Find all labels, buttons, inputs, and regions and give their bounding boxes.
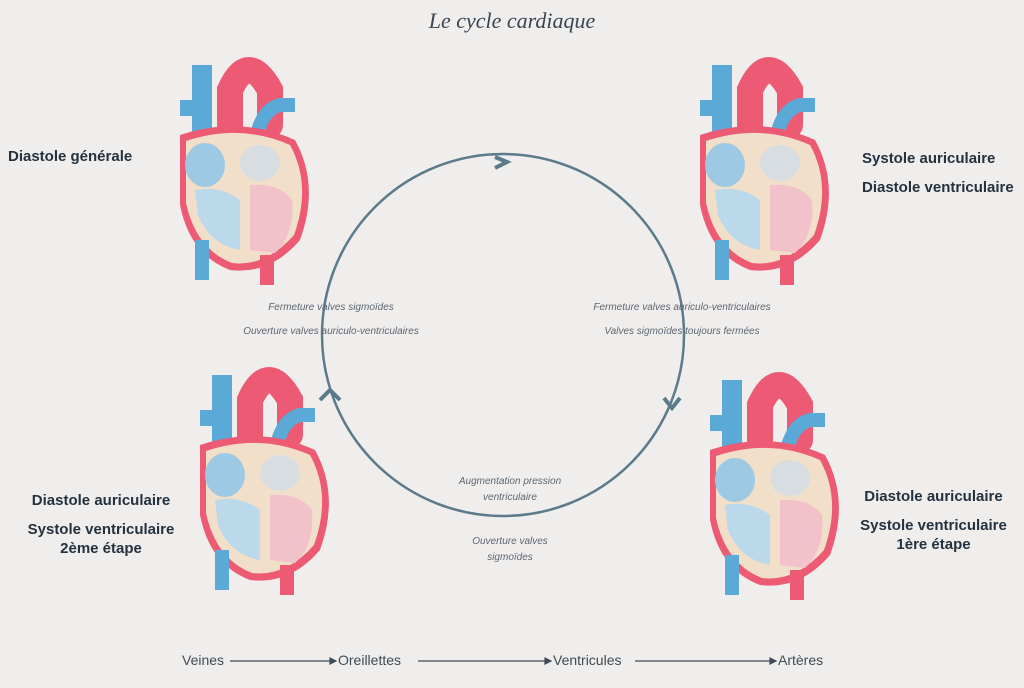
heart-bottom-left xyxy=(200,375,329,595)
transition-text: Ouverture valves auriculo-ventriculaires xyxy=(243,326,419,337)
phase-label: Systole auriculaire xyxy=(862,150,996,167)
phase-label: Systole ventriculaire xyxy=(27,520,175,538)
transition-text: sigmoïdes xyxy=(487,552,533,563)
transition-text: Augmentation pression xyxy=(458,476,562,487)
phase-label: Diastole ventriculaire xyxy=(862,178,1014,196)
phase-label: Diastole auriculaire xyxy=(31,492,171,509)
transition-left: Fermeture valves sigmoïdes Ouverture val… xyxy=(228,300,434,340)
transition-bottom-upper: Augmentation pression ventriculaire xyxy=(440,474,580,506)
flow-atria: Oreillettes xyxy=(338,652,402,668)
heart-bottom-right xyxy=(710,380,839,600)
transition-bottom-lower: Ouverture valves sigmoïdes xyxy=(440,534,580,566)
phase-top-right: Systole auriculaire Diastole ventriculai… xyxy=(862,150,1014,198)
phase-label: Diastole auriculaire xyxy=(864,488,1003,505)
transition-text: ventriculaire xyxy=(483,492,537,503)
transition-text: Valves sigmoïdes toujours fermées xyxy=(604,326,760,337)
transition-text: Fermeture valves sigmoïdes xyxy=(268,302,394,313)
transition-text: Fermeture valves auriculo-ventriculaires xyxy=(593,302,771,313)
flow-ventricles: Ventricules xyxy=(553,652,622,668)
transition-right: Fermeture valves auriculo-ventriculaires… xyxy=(582,300,782,340)
heart-top-left xyxy=(180,65,309,285)
flow-veins: Veines xyxy=(182,652,225,668)
arrow-top-icon xyxy=(494,155,512,170)
phase-label: 2ème étape xyxy=(60,539,142,557)
phase-label: 1ère étape xyxy=(896,535,971,553)
flow-arteries: Artères xyxy=(778,652,824,668)
phase-label: Systole ventriculaire xyxy=(860,516,1007,534)
page-title: Le cycle cardiaque xyxy=(428,8,596,33)
phase-top-left: Diastole générale xyxy=(8,148,132,167)
phase-label: Diastole générale xyxy=(8,148,133,165)
cycle-circle xyxy=(320,152,686,518)
phase-bottom-left: Diastole auriculaire Systole ventriculai… xyxy=(26,492,176,558)
heart-top-right xyxy=(700,65,829,285)
phase-bottom-right: Diastole auriculaire Systole ventriculai… xyxy=(856,488,1011,554)
arrow-left-icon xyxy=(318,387,342,402)
transition-text: Ouverture valves xyxy=(472,536,548,547)
arrow-right-icon xyxy=(662,396,682,412)
